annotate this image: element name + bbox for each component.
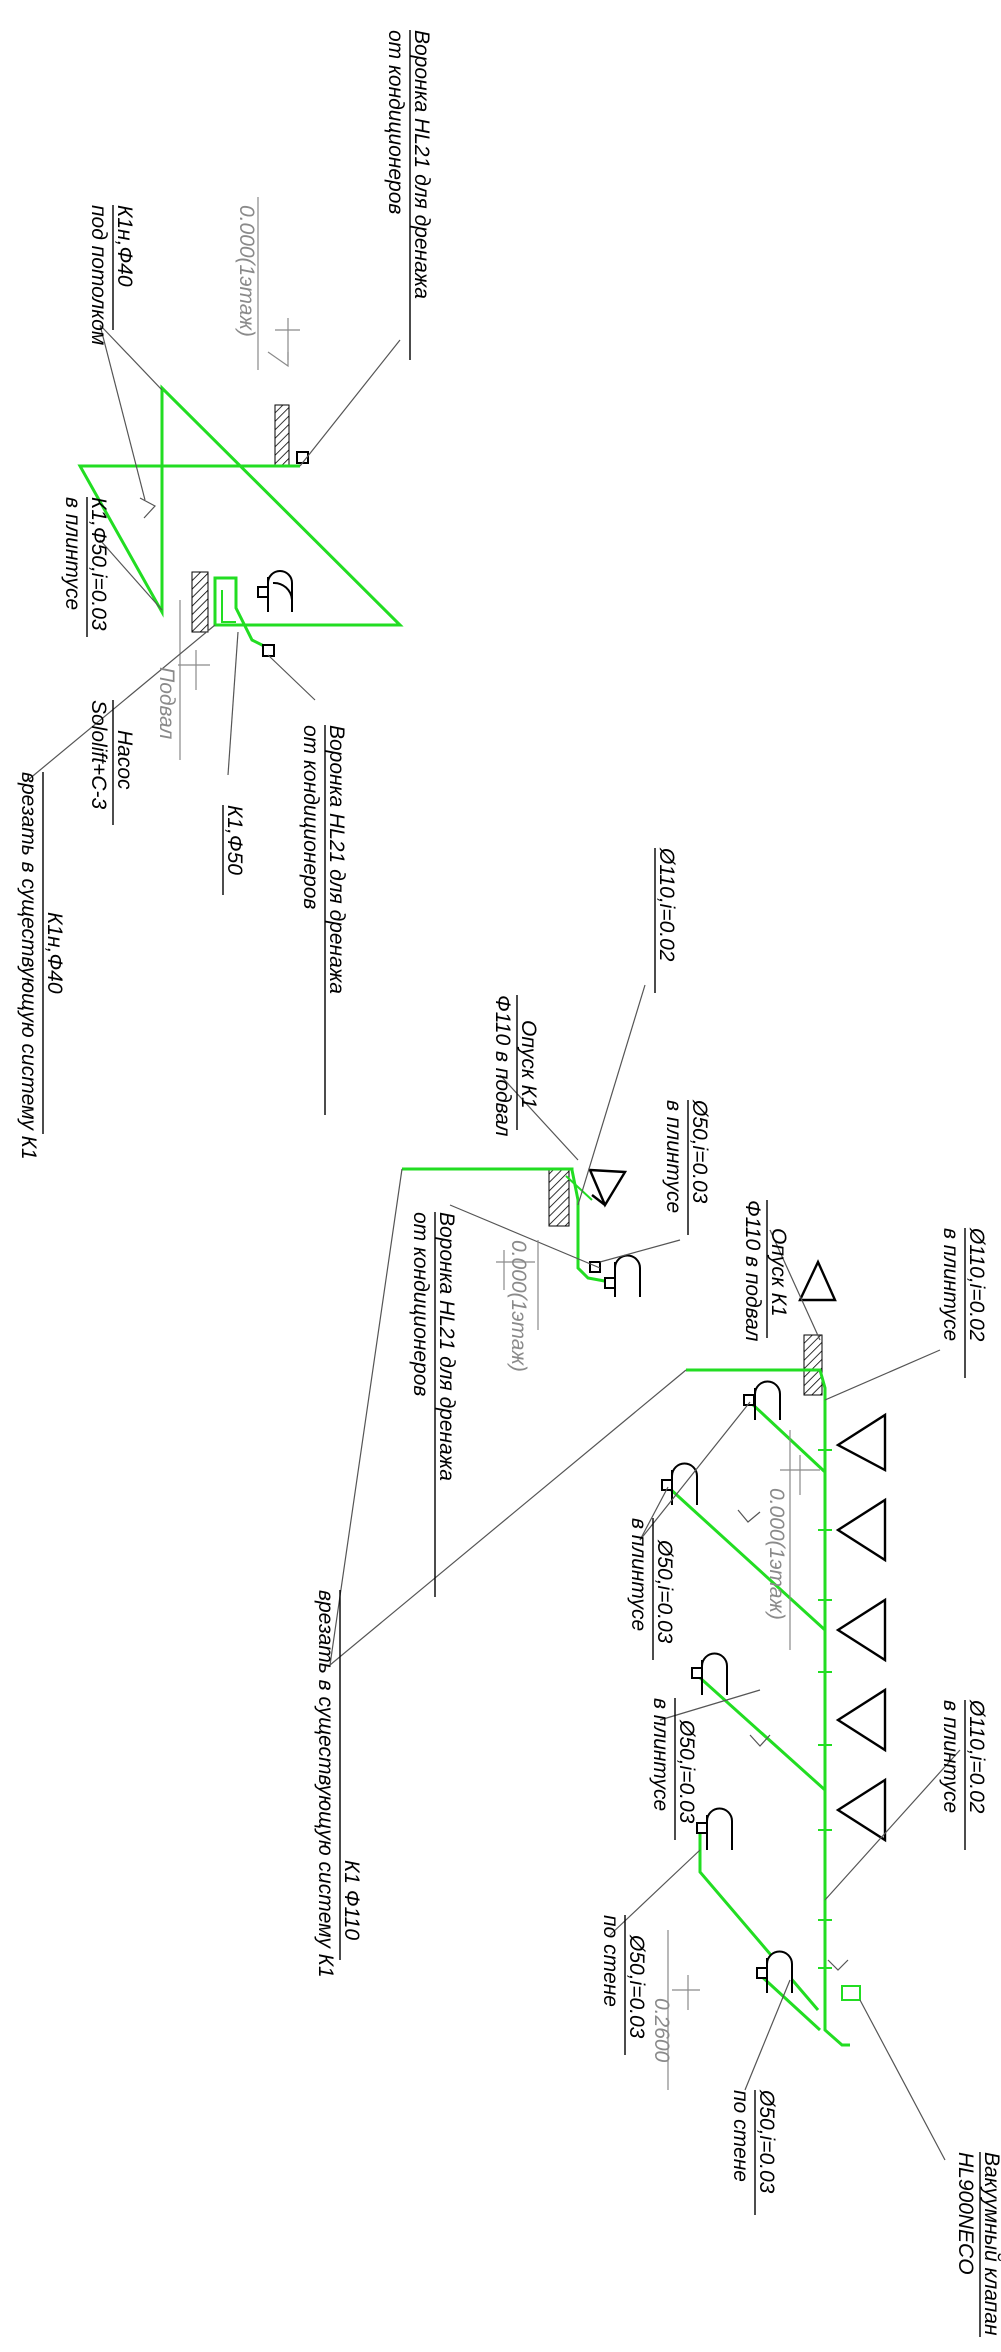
- sink-icon-top-left-b: [272, 581, 293, 601]
- level-mark-mid: [496, 1240, 539, 1330]
- pipe-branch-r2: [666, 1485, 827, 1632]
- label-funnel-c-2: от кондиционеров: [409, 1212, 432, 1396]
- level-mark-right: [667, 1430, 820, 2090]
- wc-icons-right: [798, 1259, 887, 1843]
- label-level-right: 0.000(1этаж): [765, 1488, 788, 1620]
- label-k1-plinth: К1,Ф50,i=0.03: [87, 497, 110, 631]
- level-mark-top: [257, 197, 300, 370]
- pipe-branch-r4: [698, 1830, 820, 2011]
- label-d50-wall-1-2: по стене: [599, 1915, 622, 2007]
- label-d50-mid-2: в плинтусе: [662, 1100, 685, 1213]
- label-pump: Насос: [113, 730, 136, 790]
- label-k1n-top-2: под потолком: [87, 205, 110, 345]
- label-d110-right-top: Ø110,i=0.02: [965, 1227, 988, 1342]
- label-k1n-top: К1н,Ф40: [113, 205, 136, 287]
- label-d50-r2-2: в плинтусе: [649, 1698, 672, 1811]
- label-d110-mid: Ø110,i=0.02: [655, 847, 678, 962]
- pipe-branch-r3: [696, 1674, 827, 1792]
- pipe-branch-r5: [758, 1973, 822, 2032]
- funnel-hl21-basement: [262, 644, 275, 657]
- sink-drain-mid: [589, 1261, 601, 1273]
- level-mark-basement: [178, 600, 210, 760]
- label-d50-mid: Ø50,i=0.03: [688, 1099, 711, 1204]
- stack-ticks: [818, 1449, 832, 1969]
- label-k1-f110: К1 Ф110: [340, 1860, 363, 1940]
- label-d50-wall-1: Ø50,i=0.03: [625, 1934, 648, 2039]
- label-riser-mid-2: Ф110 в подвал: [491, 995, 514, 1137]
- label-d110-right-bot-2: в плинтусе: [939, 1700, 962, 1813]
- vacuum-valve: [841, 1985, 861, 2001]
- wall-hatch-top: [274, 404, 290, 466]
- sink-icon-top-left: [267, 570, 293, 612]
- label-d110-right-top-2: в плинтусе: [939, 1228, 962, 1341]
- label-vacuum-valve: Вакуумный клапан: [980, 2152, 1001, 2336]
- label-k1-plinth-2: в плинтусе: [61, 497, 84, 610]
- pipe-right-main: [686, 1368, 850, 2047]
- label-riser-right-2: Ф110 в подвал: [741, 1200, 764, 1342]
- label-funnel-mid-2: от кондиционеров: [299, 725, 322, 909]
- label-pump-2: Sololift+C-3: [87, 700, 110, 809]
- label-funnel-mid: Воронка HL21 для дренажа: [325, 725, 348, 994]
- label-level-c: 0.000(1этаж): [507, 1240, 530, 1372]
- label-k1-f50: К1,Ф50: [223, 805, 246, 875]
- label-level-0260: 0.2600: [650, 1998, 673, 2063]
- pipe-top-left: [77, 384, 404, 650]
- label-d50-r1: Ø50,i=0.03: [653, 1539, 676, 1644]
- pipe-middle-b: [565, 1175, 593, 1201]
- label-d50-r1-2: в плинтусе: [627, 1518, 650, 1631]
- wc-line-mid: [591, 1194, 606, 1206]
- funnel-drain-mid: [604, 1277, 616, 1289]
- pipe-top-left-branch: [221, 590, 236, 623]
- pipe-middle: [402, 1167, 611, 1284]
- label-funnel-c: Воронка HL21 для дренажа: [435, 1212, 458, 1481]
- label-d50-wall-2-2: по стене: [729, 2090, 752, 2182]
- label-d50-wall-2: Ø50,i=0.03: [755, 2089, 778, 2194]
- wc-icon-mid: [588, 1168, 628, 1208]
- sink-icon-mid: [614, 1254, 641, 1297]
- label-funnel-top-2: от кондиционеров: [384, 30, 407, 214]
- wall-hatch-basement: [191, 571, 209, 633]
- wall-hatch-right: [803, 1334, 823, 1396]
- label-basement: Подвал: [155, 667, 178, 739]
- label-funnel-top: Воронка HL21 для дренажа: [410, 30, 433, 299]
- label-d110-right-bot: Ø110,i=0.02: [965, 1699, 988, 1814]
- sink-drain-top-left: [257, 586, 269, 598]
- label-k1n-bottom-2: врезать в существующую систему К1: [17, 772, 40, 1160]
- label-level-top: 0.000(1этаж): [235, 205, 258, 337]
- label-riser-right: Опуск К1: [767, 1228, 790, 1317]
- label-riser-mid: Опуск К1: [517, 1020, 540, 1109]
- label-vacuum-valve-2: HL900NECO: [954, 2152, 977, 2275]
- labels: Воронка HL21 для дренажа от кондиционеро…: [17, 30, 1001, 2337]
- label-k1n-bottom: К1н,Ф40: [43, 912, 66, 994]
- label-d50-r2: Ø50,i=0.03: [675, 1719, 698, 1824]
- label-k1-f110-2: врезать в существующую систему К1: [314, 1590, 337, 1978]
- system-right: [329, 1229, 961, 2161]
- system-middle: [329, 984, 681, 1666]
- system-top-left: [27, 197, 404, 781]
- pipe-branch-r1: [748, 1400, 827, 1474]
